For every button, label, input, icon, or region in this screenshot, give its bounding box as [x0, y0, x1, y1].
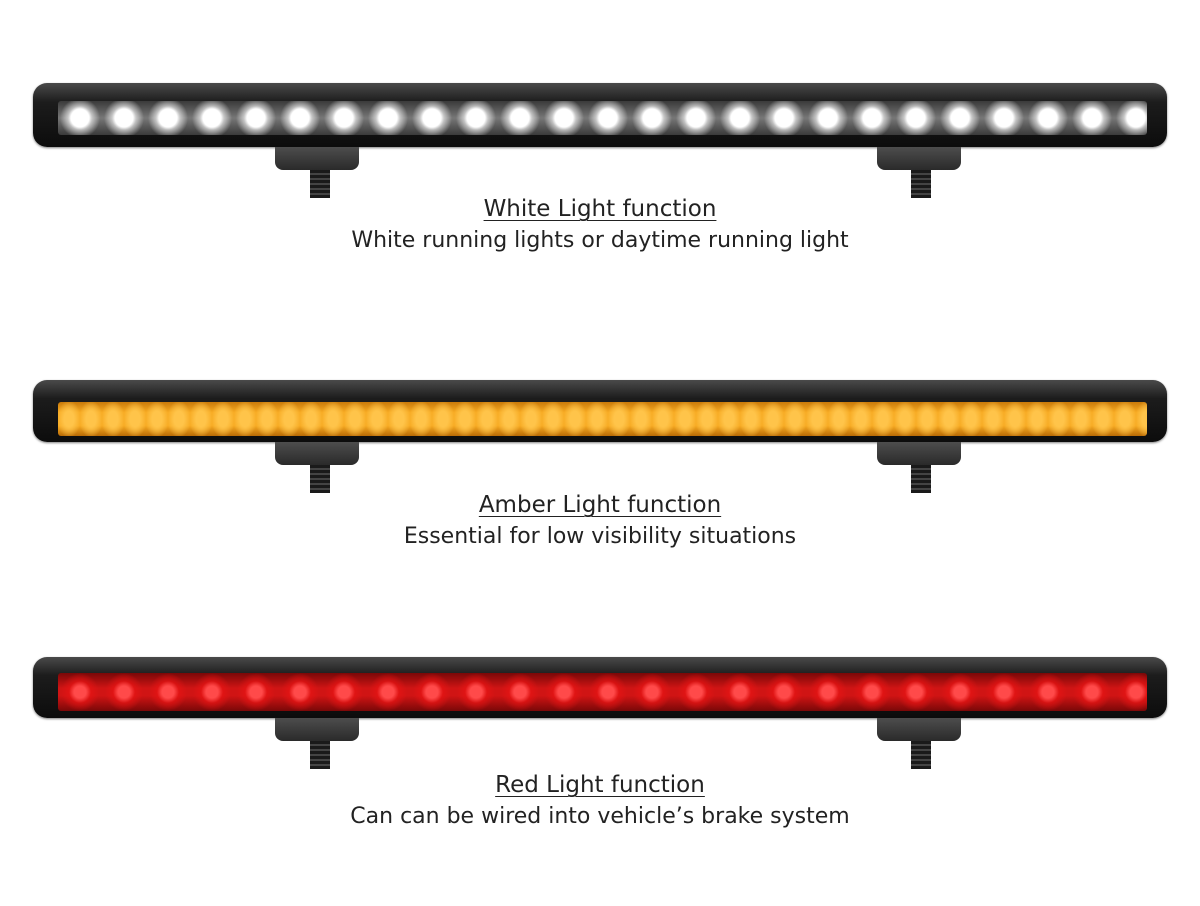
mount-bracket: [275, 147, 359, 170]
mount-bracket: [275, 442, 359, 465]
mount-bracket: [275, 718, 359, 741]
mount-bracket: [877, 147, 961, 170]
white-light-bar: [33, 83, 1167, 147]
mount-bolt: [911, 465, 931, 493]
mount-bracket: [877, 442, 961, 465]
mount-bolt: [911, 741, 931, 769]
amber-subtitle: Essential for low visibility situations: [403, 524, 797, 549]
white-lens: [58, 101, 1147, 135]
mount-bracket: [877, 718, 961, 741]
mount-bolt: [911, 170, 931, 198]
red-lens: [58, 673, 1147, 711]
red-title: Red Light function: [495, 772, 705, 798]
mount-bolt: [310, 465, 330, 493]
white-subtitle: White running lights or daytime running …: [351, 228, 849, 253]
mount-bolt: [310, 170, 330, 198]
mount-bolt: [310, 741, 330, 769]
red-subtitle: Can can be wired into vehicle’s brake sy…: [350, 804, 850, 829]
white-title: White Light function: [483, 196, 717, 222]
red-light-bar: [33, 657, 1167, 718]
amber-title: Amber Light function: [478, 492, 722, 518]
amber-lens: [58, 402, 1147, 436]
amber-light-bar: [33, 380, 1167, 442]
